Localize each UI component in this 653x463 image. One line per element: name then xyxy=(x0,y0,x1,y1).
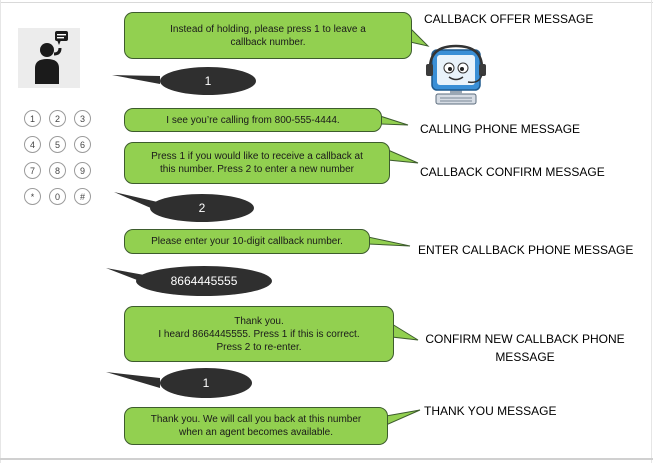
label-confirm-new: CONFIRM NEW CALLBACK PHONE MESSAGE xyxy=(425,332,625,364)
frame-top-border xyxy=(0,2,653,3)
keypad-key: # xyxy=(74,188,91,205)
label-callback-offer: CALLBACK OFFER MESSAGE xyxy=(424,12,594,26)
keypad-key: 2 xyxy=(49,110,66,127)
calling-phone-bubble: I see you’re calling from 800-555-4444. xyxy=(124,108,382,132)
tail-callback-confirm xyxy=(387,149,419,164)
keypad-key: 5 xyxy=(49,136,66,153)
keypad-key: 0 xyxy=(49,188,66,205)
keypad-key: 1 xyxy=(24,110,41,127)
tail-response-1 xyxy=(112,75,160,84)
caller-response-4: 1 xyxy=(160,368,252,398)
keypad-key: 8 xyxy=(49,162,66,179)
caller-response-1: 1 xyxy=(160,67,256,95)
label-calling-phone: CALLING PHONE MESSAGE xyxy=(420,122,581,136)
phone-keypad: 1 2 3 4 5 6 7 8 9 * 0 # xyxy=(24,108,100,208)
caller-response-2: 2 xyxy=(150,194,254,222)
confirm-new-bubble: Thank you. I heard 8664445555. Press 1 i… xyxy=(124,306,394,362)
keypad-key: 9 xyxy=(74,162,91,179)
label-callback-confirm: CALLBACK CONFIRM MESSAGE xyxy=(420,165,605,179)
frame-left-border xyxy=(0,0,1,463)
keypad-key: 7 xyxy=(24,162,41,179)
tail-response-4 xyxy=(106,372,160,388)
frame-bottom-border xyxy=(0,458,653,460)
label-thank-you: THANK YOU MESSAGE xyxy=(424,404,557,418)
tail-thank-you xyxy=(385,409,421,426)
robot-computer-icon xyxy=(424,42,488,108)
callback-offer-bubble: Instead of holding, please press 1 to le… xyxy=(124,12,412,59)
label-enter-phone: ENTER CALLBACK PHONE MESSAGE xyxy=(418,243,634,257)
frame-right-border xyxy=(651,0,652,463)
tail-enter-phone xyxy=(367,236,411,247)
keypad-key: 3 xyxy=(74,110,91,127)
person-on-phone-icon xyxy=(18,28,80,88)
thank-you-bubble: Thank you. We will call you back at this… xyxy=(124,407,388,445)
keypad-key: 6 xyxy=(74,136,91,153)
caller-response-3: 8664445555 xyxy=(136,266,272,296)
keypad-key: * xyxy=(24,188,41,205)
keypad-key: 4 xyxy=(24,136,41,153)
enter-phone-bubble: Please enter your 10-digit callback numb… xyxy=(124,229,370,254)
tail-calling-phone xyxy=(379,115,409,126)
callback-confirm-bubble: Press 1 if you would like to receive a c… xyxy=(124,142,390,184)
